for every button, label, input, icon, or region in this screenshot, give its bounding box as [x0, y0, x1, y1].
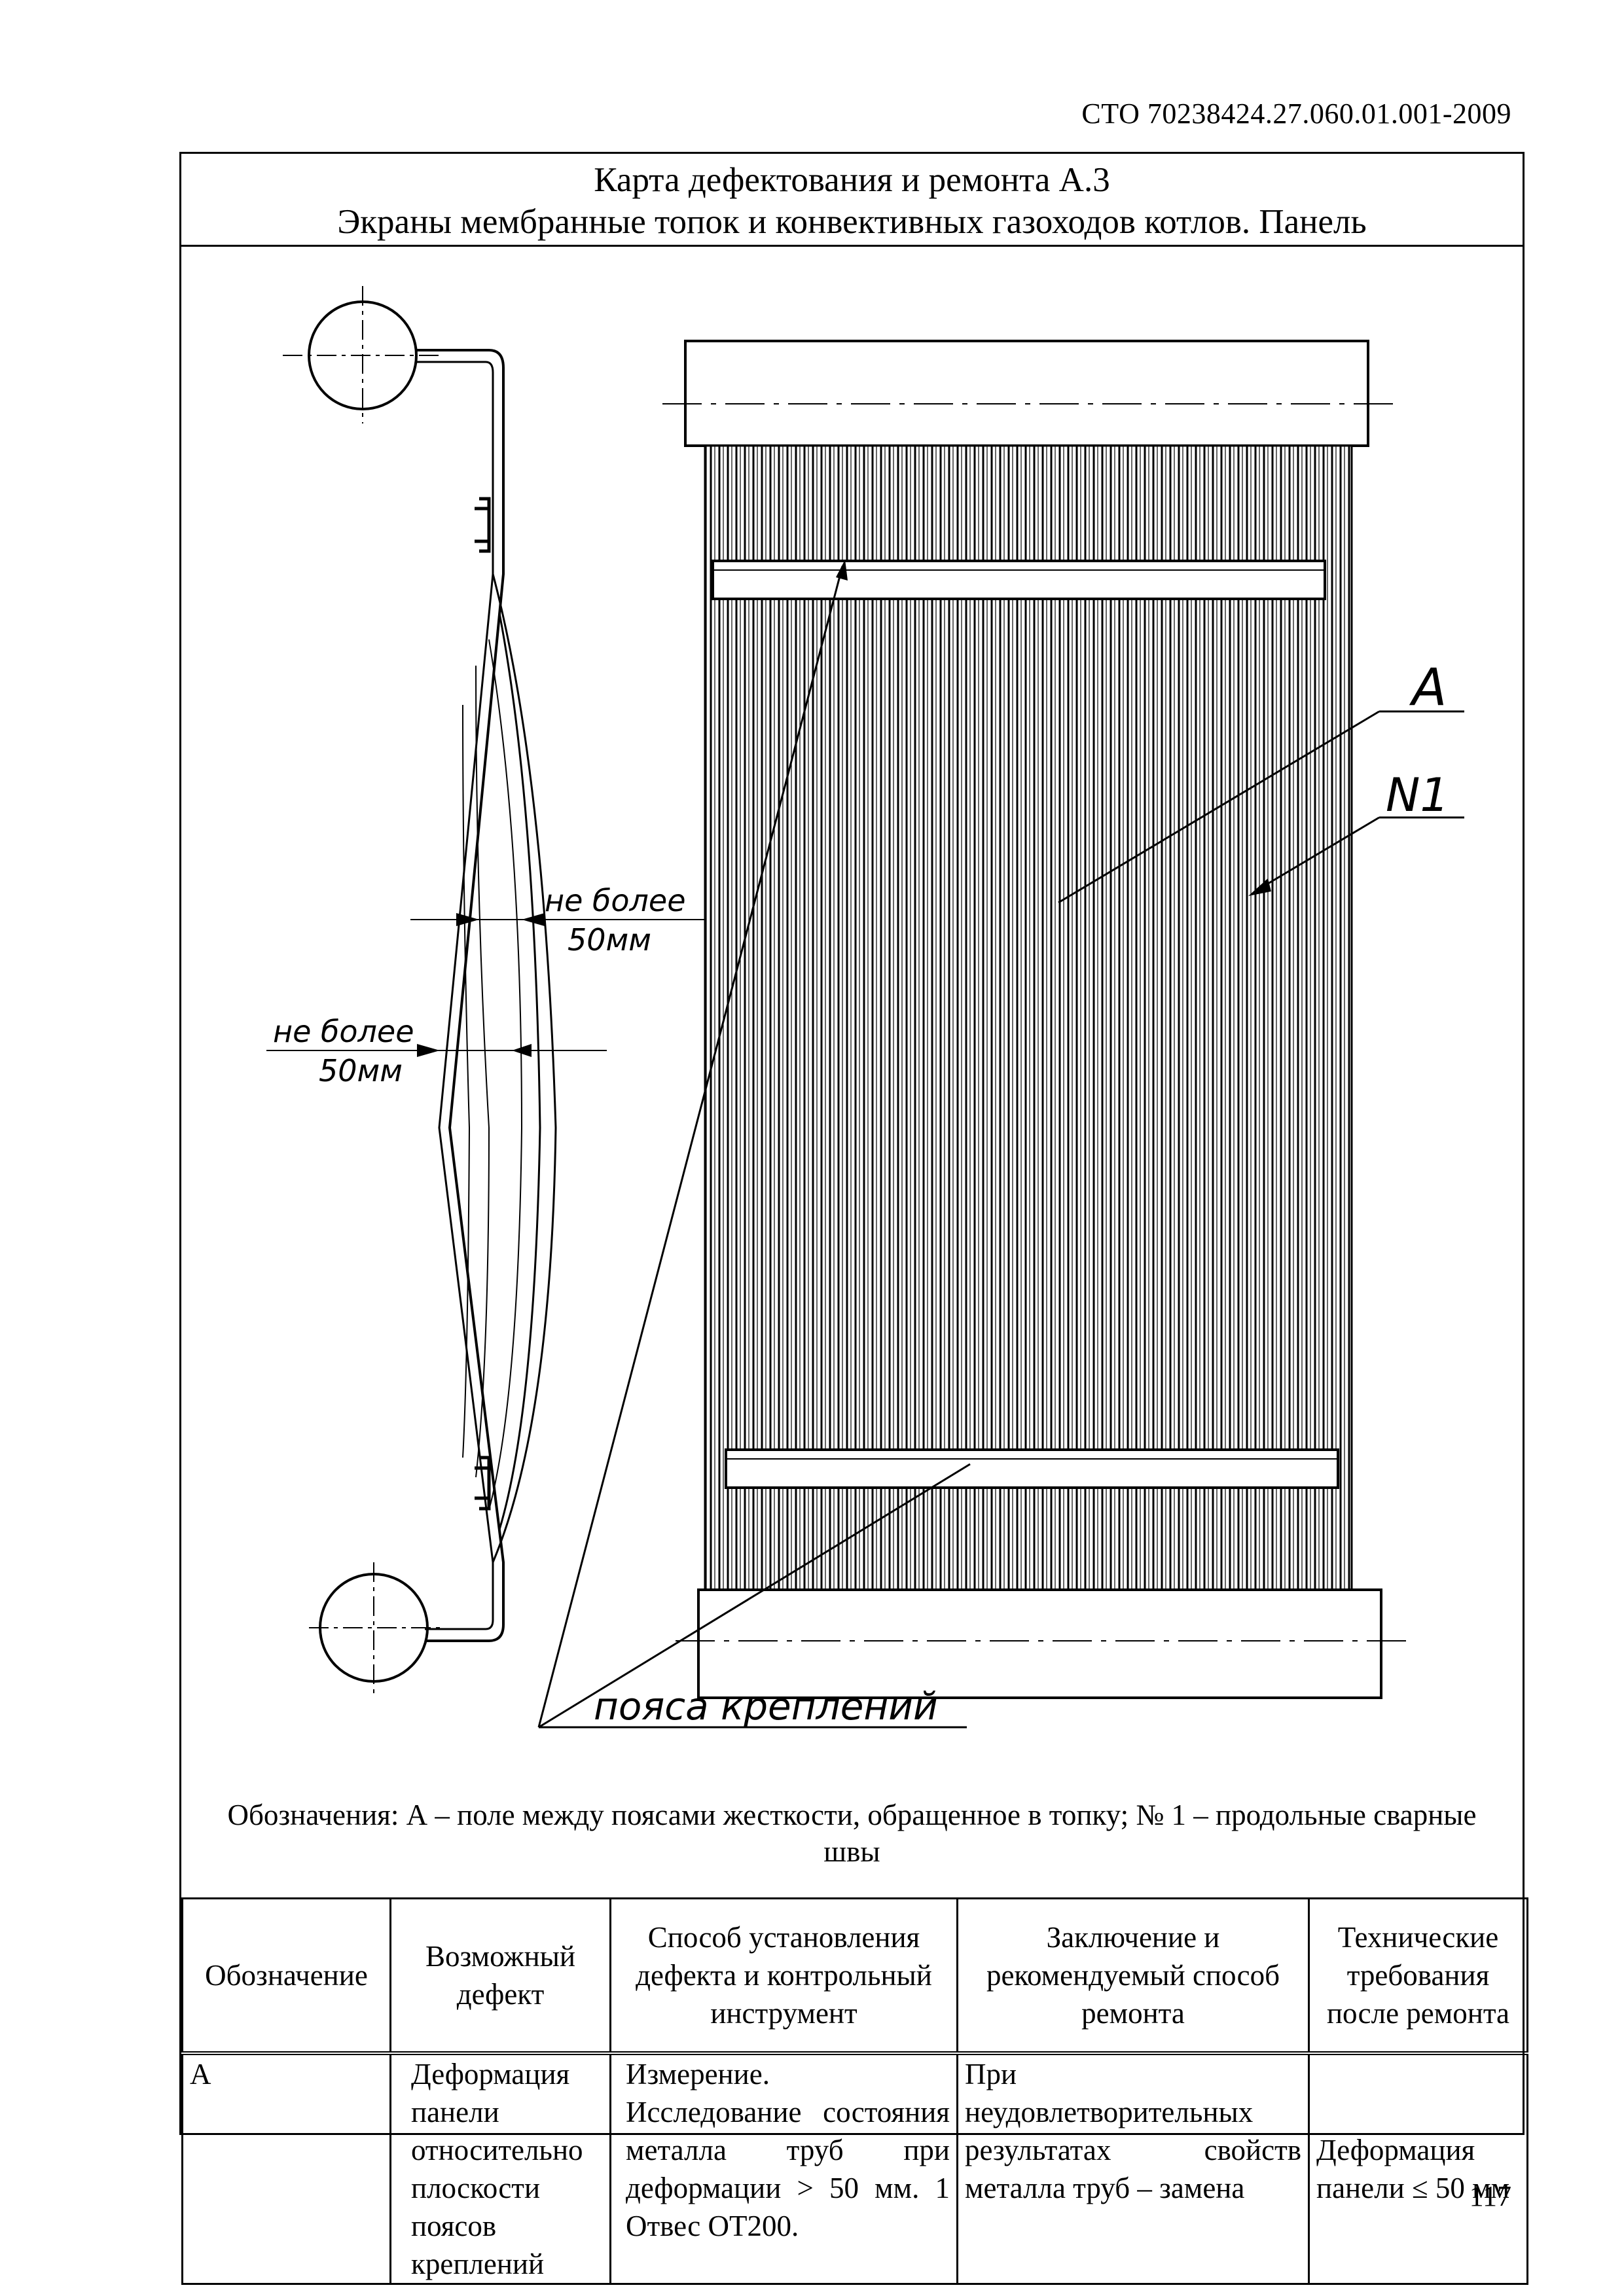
page-number: 117 [1469, 2180, 1511, 2212]
cell-defect: Деформация панели относительно плоскости… [389, 2052, 611, 2285]
table-header-row: Обозначение Возможный дефект Способ уста… [181, 1897, 1528, 2054]
lower-fixing-belt [725, 1448, 1339, 1489]
bottom-header-bar [697, 1588, 1382, 1699]
card-subtitle: Экраны мембранные топок и конвективных г… [337, 203, 1367, 241]
note-right-line2: 50мм [568, 922, 651, 958]
header-defect: Возможный дефект [389, 1897, 611, 2054]
document-code: СТО 70238424.27.060.01.001-2009 [1081, 98, 1511, 130]
cell-conclusion: При неудовлетворительных результатах сво… [956, 2052, 1310, 2285]
header-conclusion: Заключение и рекомендуемый способ ремонт… [956, 1897, 1310, 2054]
label-n1: N1 [1386, 768, 1449, 822]
note-right-line1: не более [545, 883, 686, 918]
upper-fixing-belt [712, 560, 1326, 600]
card-title: Карта дефектования и ремонта А.3 [594, 161, 1110, 199]
cell-method: Измерение. Исследование состояния металл… [609, 2052, 958, 2285]
cell-requirements: Деформация панели ≤ 50 мм [1308, 2052, 1528, 2285]
label-a: A [1409, 658, 1447, 717]
technical-drawing: не более 50мм не более 50мм [181, 247, 1523, 1897]
header-requirements: Технические требования после ремонта [1308, 1897, 1528, 2054]
defect-table: Обозначение Возможный дефект Способ уста… [181, 1897, 1528, 2285]
note-left-line2: 50мм [319, 1053, 403, 1088]
cell-designation: А [181, 2052, 391, 2285]
top-header-circle [283, 286, 440, 423]
header-method: Способ установления дефекта и контрольны… [609, 1897, 958, 2054]
panel-drawing-svg: не более 50мм не более 50мм [266, 286, 1464, 1729]
legend-text: Обозначения: А – поле между поясами жест… [227, 1799, 1477, 1868]
table-row: А Деформация панели относительно плоскос… [181, 2052, 1528, 2285]
bottom-header-circle [309, 1562, 443, 1696]
card-header: Карта дефектования и ремонта А.3 Экраны … [181, 154, 1523, 247]
side-view [266, 286, 705, 1696]
top-header-bar [684, 340, 1369, 447]
defect-repair-card: Карта дефектования и ремонта А.3 Экраны … [179, 152, 1528, 2285]
note-left-line1: не более [273, 1014, 414, 1049]
belts-label: пояса креплений [594, 1684, 938, 1729]
header-designation: Обозначение [181, 1897, 391, 2054]
front-view [537, 340, 1464, 1729]
tube-field [705, 446, 1352, 1698]
